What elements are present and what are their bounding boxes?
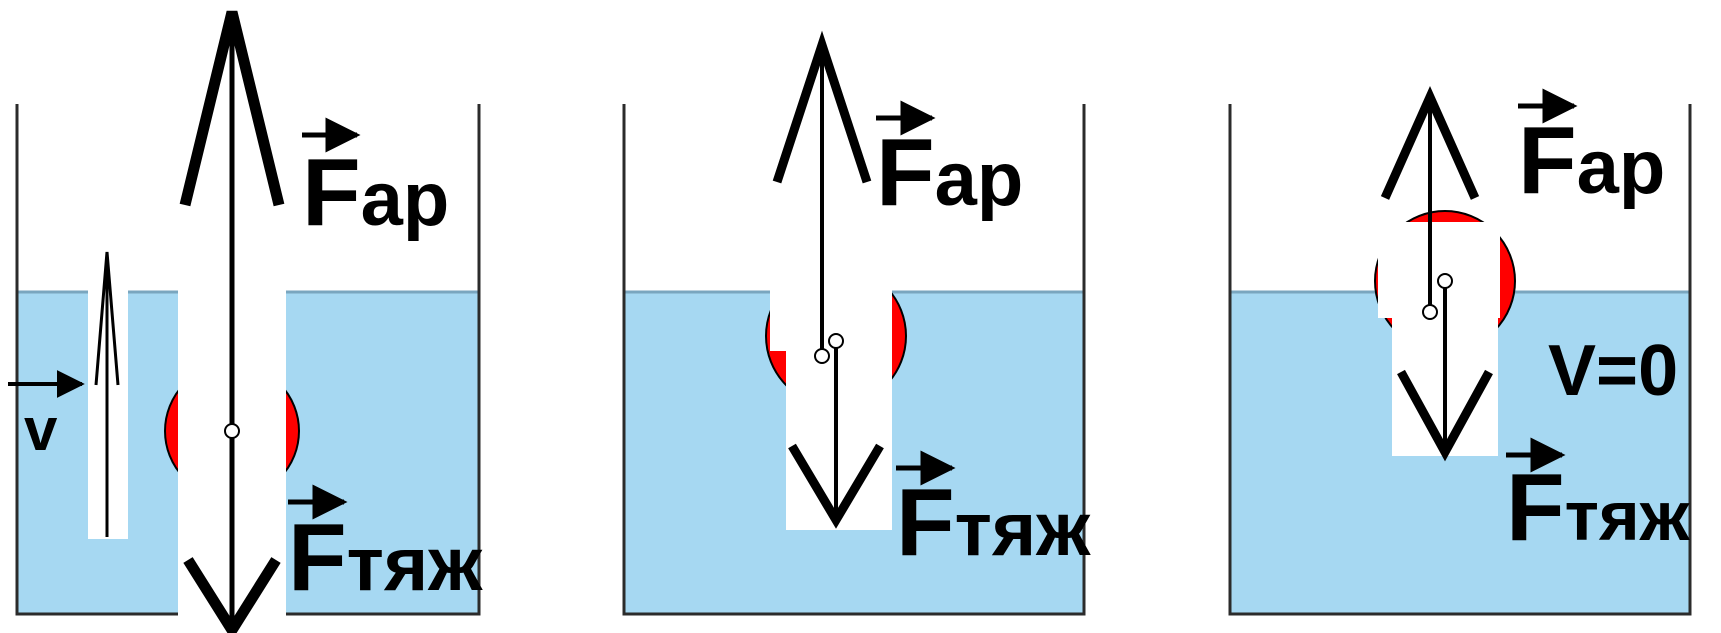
center-point-middle-a [828,333,844,349]
arrow-mask-right-top [1378,222,1500,318]
force-label-far-middle: Fар [876,119,1023,226]
panel-right: Fар V=0 Fтяж [1228,85,1692,616]
zero-velocity-label: V=0 [1548,331,1678,411]
center-point-right-b [1422,304,1438,320]
center-point-right-a [1437,273,1453,289]
force-label-far-right: Fар [1518,107,1665,214]
container-middle [622,104,1086,616]
container-right [1228,104,1692,616]
force-arrowhead-up-left [179,10,285,207]
velocity-arrowhead-left [94,251,120,386]
force-arrowhead-down-left [183,557,281,633]
panel-middle: Fар Fтяж [622,30,1091,616]
force-label-ftyazh-middle: Fтяж [896,469,1091,576]
center-point-left [224,423,240,439]
force-arrowhead-up-middle [772,30,872,184]
arrow-mask-middle-bottom [786,348,892,530]
force-arrowhead-down-right [1397,369,1493,462]
velocity-label: v [24,396,58,463]
panel-left: v Fар Fтяж [8,10,483,633]
center-point-middle-b [814,348,830,364]
force-arrowhead-down-middle [788,443,884,529]
force-label-ftyazh-right: Fтяж [1506,454,1691,561]
force-label-ftyazh-left: Fтяж [288,504,483,611]
force-arrowhead-up-right [1380,85,1480,200]
force-label-far-left: Fар [302,139,449,246]
